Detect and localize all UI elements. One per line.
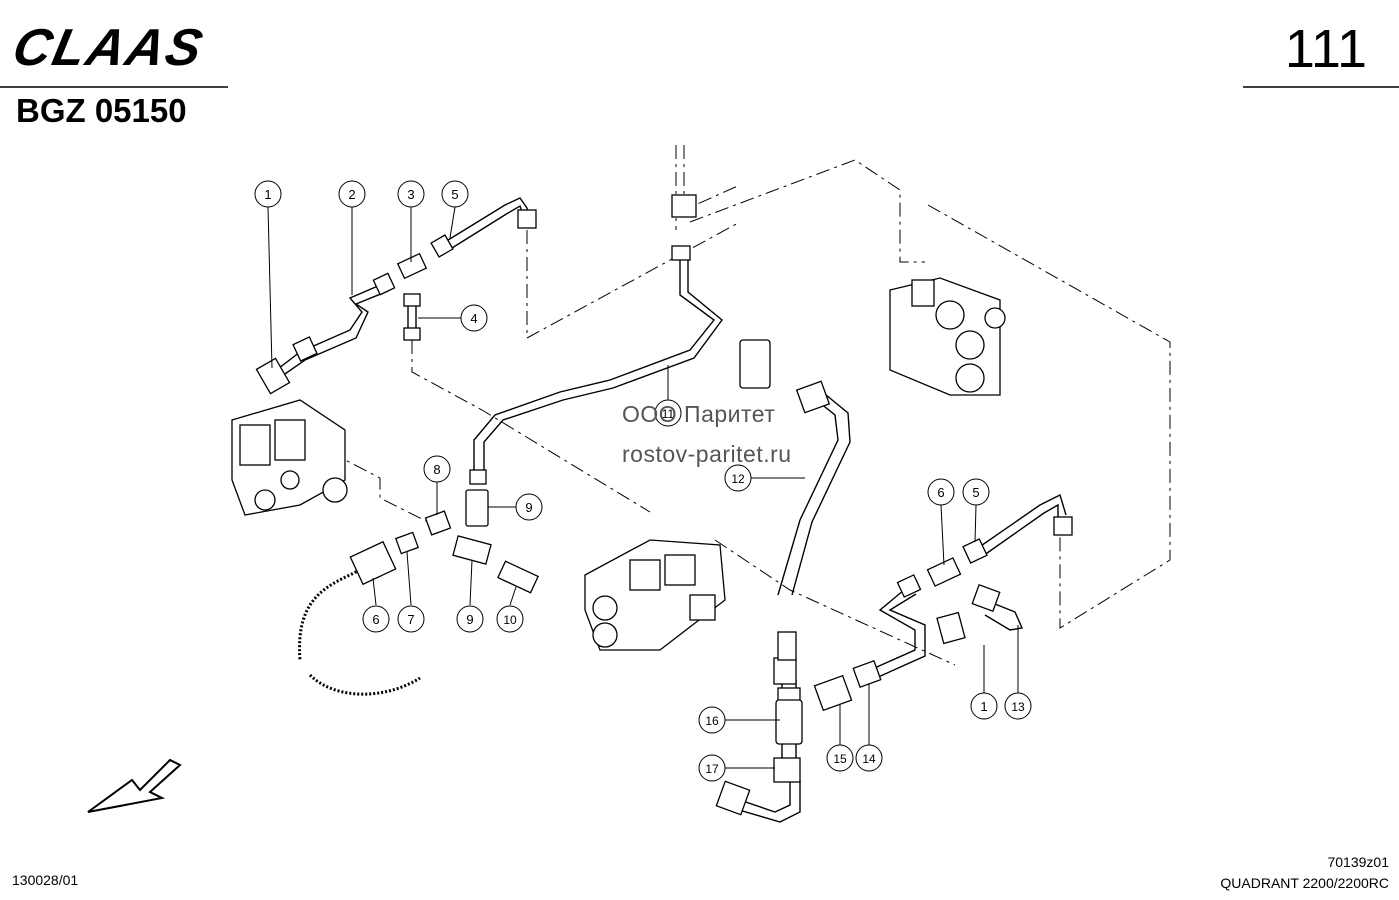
direction-arrow — [87, 758, 182, 813]
svg-text:9: 9 — [525, 500, 532, 515]
callout-14: 14 — [855, 744, 883, 772]
pipe-lines — [269, 197, 1067, 823]
callout-leaders — [267, 206, 1019, 769]
callout-6a: 6 — [362, 605, 390, 633]
callout-17: 17 — [698, 754, 726, 782]
svg-text:5: 5 — [972, 485, 979, 500]
svg-text:6: 6 — [372, 612, 379, 627]
drawing-reference: 70139z01 — [1327, 854, 1389, 870]
svg-text:15: 15 — [833, 752, 847, 766]
callout-10: 10 — [496, 605, 524, 633]
callout-4: 4 — [460, 304, 488, 332]
svg-text:3: 3 — [407, 187, 414, 202]
fittings — [255, 194, 1073, 816]
callout-11: 11 — [654, 399, 682, 427]
dashed-connection-lines — [329, 145, 1171, 666]
svg-text:11: 11 — [662, 407, 675, 421]
svg-text:12: 12 — [731, 472, 745, 486]
svg-text:4: 4 — [470, 311, 477, 326]
callout-2: 2 — [338, 180, 366, 208]
valve-blocks — [231, 277, 1006, 651]
svg-text:1: 1 — [264, 187, 271, 202]
svg-text:9: 9 — [466, 612, 473, 627]
callout-1: 1 — [254, 180, 282, 208]
callout-6b: 6 — [927, 478, 955, 506]
page-number: 111 — [1284, 19, 1367, 79]
callout-8: 8 — [423, 455, 451, 483]
svg-text:1: 1 — [980, 699, 987, 714]
svg-text:16: 16 — [705, 714, 719, 728]
callout-5a: 5 — [441, 180, 469, 208]
callout-15: 15 — [826, 744, 854, 772]
watermark-url: rostov-paritet.ru — [622, 441, 792, 467]
callout-3: 3 — [397, 180, 425, 208]
svg-text:6: 6 — [937, 485, 944, 500]
svg-text:14: 14 — [862, 752, 876, 766]
brand-logo: CLAAS — [7, 19, 210, 77]
callout-9b: 9 — [456, 605, 484, 633]
watermark-company: ООО Паритет — [622, 401, 776, 427]
callout-16: 16 — [698, 706, 726, 734]
model-name: QUADRANT 2200/2200RC — [1220, 875, 1389, 891]
callout-labels: 1 2 3 5 4 8 9 6 7 9 10 11 12 6 5 1 13 16… — [254, 180, 1032, 782]
footer-code: 130028/01 — [12, 872, 79, 888]
svg-text:2: 2 — [348, 187, 355, 202]
callout-12: 12 — [724, 464, 752, 492]
callout-1b: 1 — [970, 692, 998, 720]
callout-13: 13 — [1004, 692, 1032, 720]
svg-text:13: 13 — [1011, 700, 1025, 714]
svg-text:5: 5 — [451, 187, 458, 202]
callout-7: 7 — [397, 605, 425, 633]
callout-9a: 9 — [515, 493, 543, 521]
svg-text:17: 17 — [705, 762, 719, 776]
callout-5b: 5 — [962, 478, 990, 506]
document-number: BGZ 05150 — [16, 92, 187, 129]
svg-text:7: 7 — [407, 612, 414, 627]
svg-text:8: 8 — [433, 462, 440, 477]
svg-text:10: 10 — [503, 613, 517, 627]
